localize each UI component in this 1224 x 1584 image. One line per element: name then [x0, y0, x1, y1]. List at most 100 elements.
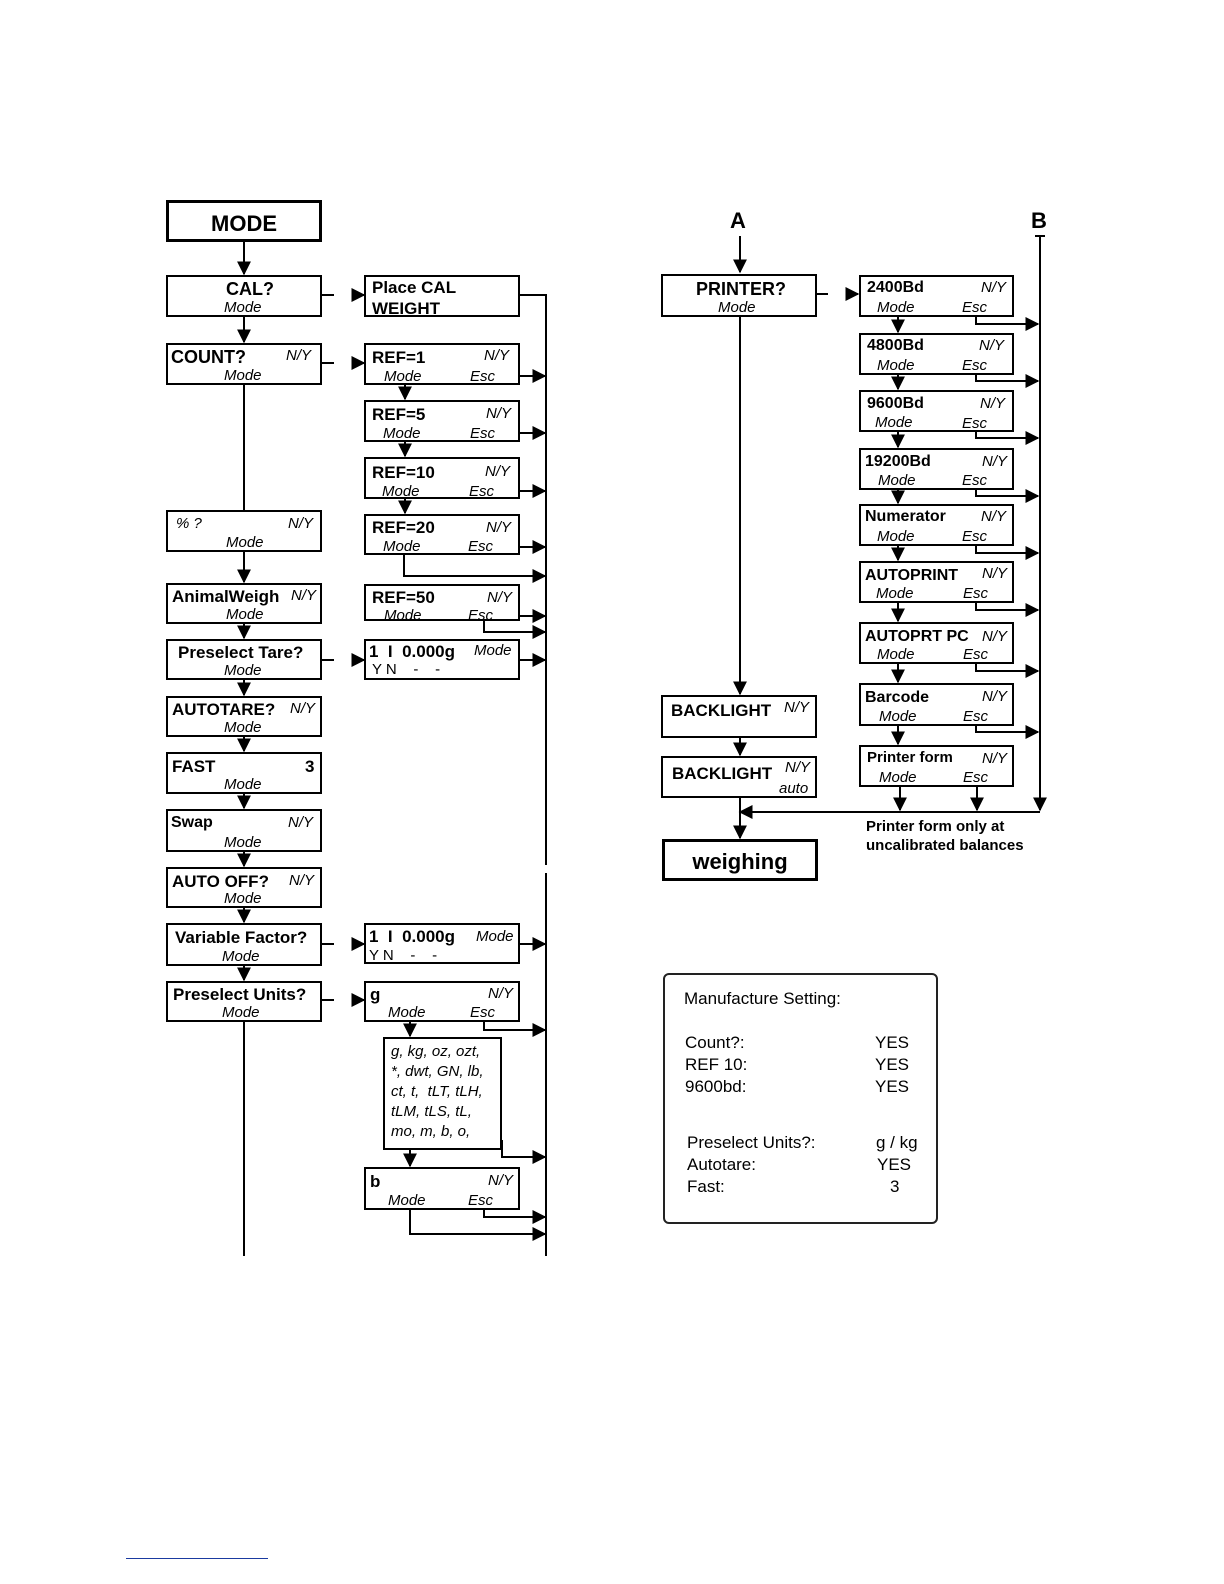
fast-title: FAST	[172, 757, 216, 776]
connector-label-a: A	[730, 208, 746, 233]
place-cal-line2: WEIGHT	[372, 299, 440, 318]
units-list-line: mo, m, b, o,	[391, 1123, 471, 1140]
baud-9600-opt: N/Y	[980, 395, 1006, 412]
numerator-esc: Esc	[962, 528, 988, 545]
variable-factor-box: Variable Factor? Mode	[166, 923, 322, 966]
setting-value: YES	[875, 1033, 910, 1052]
weighing-title: weighing	[692, 849, 788, 874]
autoprint-box: AUTOPRINT N/Y Mode Esc	[859, 561, 1014, 603]
setting-label: REF 10:	[685, 1055, 748, 1074]
cal-box: CAL? Mode	[166, 275, 322, 317]
barcode-box: Barcode N/Y Mode Esc	[859, 683, 1014, 726]
ref1-esc: Esc	[470, 368, 496, 385]
baud-4800-title: 4800Bd	[867, 337, 924, 354]
printer-box: PRINTER? Mode	[661, 274, 817, 317]
count-title: COUNT?	[171, 347, 246, 367]
mode-title: MODE	[211, 211, 277, 236]
swap-sub: Mode	[224, 834, 262, 851]
unit-g-sub: Mode	[388, 1004, 426, 1021]
baud-9600-sub: Mode	[875, 414, 913, 431]
ref10-esc: Esc	[469, 483, 495, 500]
autotare-opt: N/Y	[290, 700, 316, 717]
backlight-title: BACKLIGHT	[671, 701, 772, 720]
backlight-auto-opt: N/Y	[785, 759, 811, 776]
units-list-line: *, dwt, GN, lb,	[391, 1063, 484, 1080]
autotare-title: AUTOTARE?	[172, 700, 276, 719]
ref10-opt: N/Y	[485, 463, 511, 480]
preselect-tare-box: Preselect Tare? Mode	[166, 639, 322, 680]
ref50-sub: Mode	[384, 607, 422, 624]
baud-9600-title: 9600Bd	[867, 395, 924, 412]
setting-value: YES	[875, 1077, 910, 1096]
ref5-box: REF=5 N/Y Mode Esc	[364, 400, 520, 442]
tare-entry-box: 1 I 0.000g Mode Y N - -	[364, 639, 520, 680]
ref1-box: REF=1 N/Y Mode Esc	[364, 343, 520, 385]
swap-title: Swap	[171, 814, 213, 831]
swap-opt: N/Y	[288, 814, 314, 831]
footnote-rule	[126, 1558, 268, 1559]
ref1-sub: Mode	[384, 368, 422, 385]
baud-19200-esc: Esc	[962, 472, 988, 489]
autoprint-opt: N/Y	[982, 565, 1008, 582]
numerator-box: Numerator N/Y Mode Esc	[859, 504, 1014, 546]
fast-value: 3	[305, 757, 315, 776]
factor-entry-yn: Y N - -	[369, 947, 438, 964]
autotare-box: AUTOTARE? N/Y Mode	[166, 696, 322, 737]
unit-g-esc: Esc	[470, 1004, 496, 1021]
unit-g-title: g	[370, 985, 381, 1004]
baud-9600-esc: Esc	[962, 415, 988, 432]
unit-g-box: g N/Y Mode Esc	[364, 981, 520, 1022]
setting-value: 3	[890, 1177, 900, 1196]
printer-form-title: Printer form	[867, 749, 953, 766]
baud-19200-title: 19200Bd	[865, 453, 931, 470]
backlight-box: BACKLIGHT N/Y	[661, 695, 817, 738]
ref1-title: REF=1	[372, 348, 426, 367]
baud-9600-box: 9600Bd N/Y Mode Esc	[859, 390, 1014, 432]
place-cal-line1: Place CAL	[372, 278, 457, 297]
numerator-opt: N/Y	[981, 508, 1007, 525]
preselect-tare-title: Preselect Tare?	[178, 643, 304, 662]
barcode-title: Barcode	[865, 689, 930, 706]
baud-2400-opt: N/Y	[981, 279, 1007, 296]
ref10-box: REF=10 N/Y Mode Esc	[364, 457, 520, 499]
baud-4800-box: 4800Bd N/Y Mode Esc	[859, 333, 1014, 375]
printer-form-opt: N/Y	[982, 750, 1008, 767]
count-box: COUNT? N/Y Mode	[166, 343, 322, 385]
connector-label-b: B	[1031, 208, 1047, 233]
ref50-opt: N/Y	[487, 589, 513, 606]
setting-label: Autotare:	[687, 1155, 756, 1174]
count-sub: Mode	[224, 367, 262, 384]
units-list-line: tLM, tLS, tL,	[391, 1103, 472, 1120]
numerator-sub: Mode	[877, 528, 915, 545]
setting-label: Fast:	[687, 1177, 725, 1196]
percent-title: % ?	[176, 515, 202, 532]
barcode-esc: Esc	[963, 708, 989, 725]
autoprint-sub: Mode	[876, 585, 914, 602]
baud-4800-esc: Esc	[962, 357, 988, 374]
factor-entry-mode: Mode	[476, 928, 514, 945]
printer-form-note-line1: Printer form only at	[866, 818, 1005, 835]
factor-entry-value: 1 I 0.000g	[369, 927, 455, 946]
setting-value: YES	[875, 1055, 910, 1074]
auto-off-sub: Mode	[224, 890, 262, 907]
ref20-title: REF=20	[372, 518, 435, 537]
barcode-sub: Mode	[879, 708, 917, 725]
manufacture-setting-panel: Manufacture Setting: Count?: YES REF 10:…	[663, 973, 938, 1224]
ref20-esc: Esc	[468, 538, 494, 555]
unit-b-sub: Mode	[388, 1192, 426, 1209]
ref5-esc: Esc	[470, 425, 496, 442]
autotare-sub: Mode	[224, 719, 262, 736]
baud-4800-opt: N/Y	[979, 337, 1005, 354]
baud-2400-sub: Mode	[877, 299, 915, 316]
autoprt-pc-opt: N/Y	[982, 628, 1008, 645]
baud-19200-opt: N/Y	[982, 453, 1008, 470]
auto-off-box: AUTO OFF? N/Y Mode	[166, 867, 322, 908]
fast-box: FAST 3 Mode	[166, 752, 322, 794]
setting-label: Count?:	[685, 1033, 745, 1052]
ref5-opt: N/Y	[486, 405, 512, 422]
manufacture-title: Manufacture Setting:	[684, 989, 841, 1008]
auto-off-opt: N/Y	[289, 872, 315, 889]
baud-2400-box: 2400Bd N/Y Mode Esc	[859, 275, 1014, 317]
ref5-sub: Mode	[383, 425, 421, 442]
